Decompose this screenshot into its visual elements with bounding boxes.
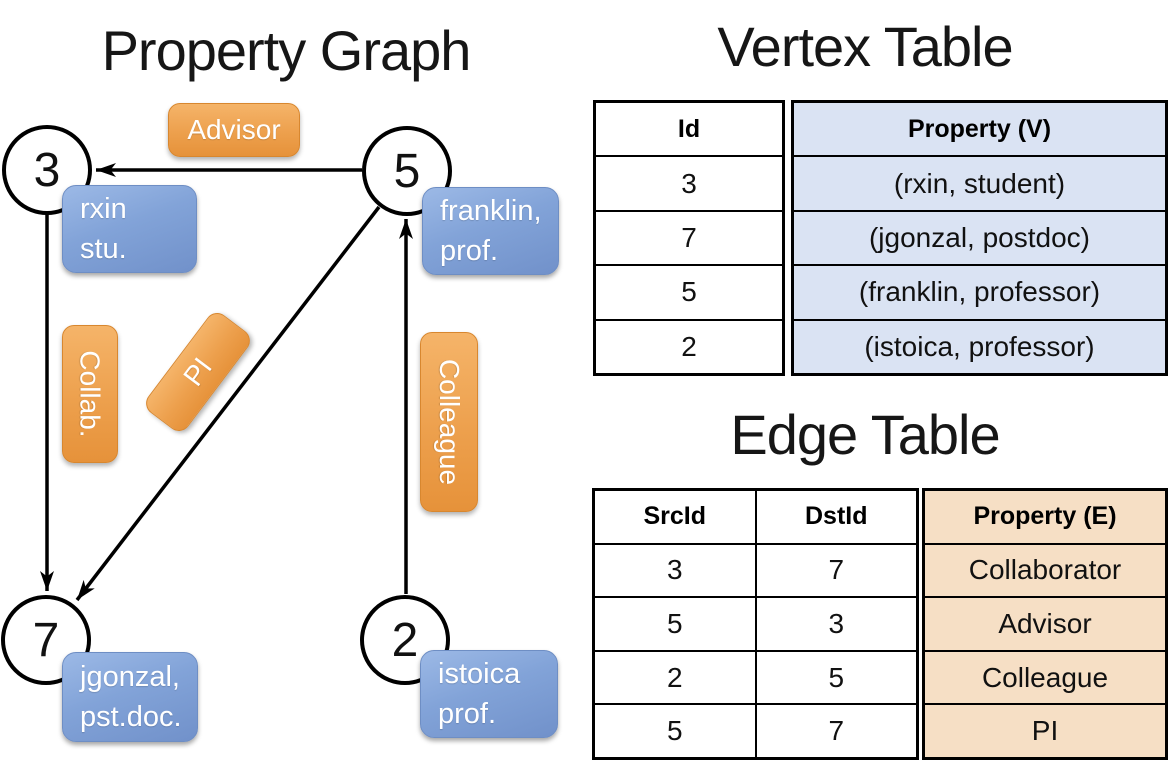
vertex-table-id-cell: 5 (596, 264, 782, 318)
edge-table-row: 5 7 (595, 703, 916, 757)
edge-table-src-cell: 5 (666, 715, 683, 747)
vertex-property-box-franklin: franklin, prof. (422, 187, 559, 275)
edge-table-dst-cell: 5 (754, 651, 917, 704)
node-id-label: 7 (32, 613, 60, 667)
vertex-table-id-cell: 7 (596, 209, 782, 264)
vertex-property-line: franklin, (440, 195, 542, 227)
edge-table-property-cell: PI (925, 703, 1165, 757)
vertex-table-id-cell: 3 (596, 155, 782, 209)
node-circle-2: 2 (360, 595, 450, 685)
edge-table-src-cell: 5 (666, 607, 683, 639)
edge-table-src-cell: 3 (666, 554, 683, 586)
vertex-property-box-jgonzal: jgonzal, pst.doc. (62, 652, 198, 742)
edge-table-dst-cell: 3 (754, 598, 917, 650)
vertex-property-line: stu. (80, 233, 127, 265)
edge-label-collab: Collab. (62, 325, 118, 463)
edge-table-title: Edge Table (730, 403, 1000, 466)
edge-table-dst-cell: 7 (754, 705, 917, 757)
edge-table-srcid-header: SrcId (643, 502, 707, 531)
vertex-table-property-cell: (jgonzal, postdoc) (794, 209, 1165, 264)
edge-pi-5-to-7 (75, 205, 381, 602)
vertex-property-line: prof. (440, 235, 499, 267)
edge-table-property-column: Property (E) Collaborator Advisor Collea… (922, 488, 1168, 760)
edge-table-property-cell: Colleague (925, 649, 1165, 704)
vertex-property-line: jgonzal, (80, 661, 180, 693)
node-id-label: 5 (393, 144, 421, 198)
graph-edges-svg (40, 163, 413, 602)
edge-table-src-cell: 2 (666, 661, 683, 693)
edge-table-header-row: SrcId DstId (595, 491, 916, 543)
vertex-table-property-column: Property (V) (rxin, student) (jgonzal, p… (791, 100, 1168, 376)
edge-table-dstid-header: DstId (754, 491, 917, 543)
edge-table-row: 3 7 (595, 542, 917, 597)
edge-table-row: 2 5 (595, 649, 917, 704)
vertex-table-property-cell: (franklin, professor) (794, 264, 1165, 318)
vertex-property-box-rxin: rxin stu. (62, 185, 197, 273)
vertex-property-box-istoica: istoica prof. (420, 650, 558, 738)
edge-table-dst-cell: 7 (754, 544, 917, 597)
vertex-table-property-cell: (istoica, professor) (794, 318, 1165, 373)
node-id-label: 3 (33, 143, 61, 197)
edge-table-row: 5 3 (595, 596, 916, 650)
vertex-table-id-cell: 2 (596, 318, 782, 373)
edge-table-src-dst-columns: SrcId DstId 3 7 5 3 2 5 5 7 (592, 488, 919, 760)
edge-label-text: Colleague (434, 358, 466, 486)
vertex-property-line: rxin (80, 193, 127, 225)
vertex-property-line: pst.doc. (80, 701, 182, 733)
edge-table-property-header: Property (E) (973, 502, 1117, 531)
vertex-table-id-column: Id 3 7 5 2 (593, 100, 785, 376)
edge-label-text: PI (177, 351, 218, 392)
edge-table-property-cell: Collaborator (925, 542, 1165, 597)
vertex-table-property-header: Property (V) (907, 114, 1052, 143)
node-circle-5: 5 (362, 126, 452, 216)
vertex-table-title: Vertex Table (717, 15, 1013, 78)
edge-label-text: Advisor (187, 114, 281, 145)
graph-title: Property Graph (101, 19, 472, 82)
vertex-table-id-header: Id (677, 114, 701, 143)
edge-label-text: Collab. (75, 350, 107, 438)
edge-label-advisor: Advisor (168, 103, 300, 157)
vertex-property-line: istoica (438, 658, 521, 690)
vertex-property-line: prof. (438, 698, 497, 730)
edge-table-property-cell: Advisor (925, 596, 1165, 650)
vertex-table-property-cell: (rxin, student) (794, 155, 1165, 209)
node-id-label: 2 (391, 613, 419, 667)
edge-label-colleague: Colleague (420, 332, 478, 512)
